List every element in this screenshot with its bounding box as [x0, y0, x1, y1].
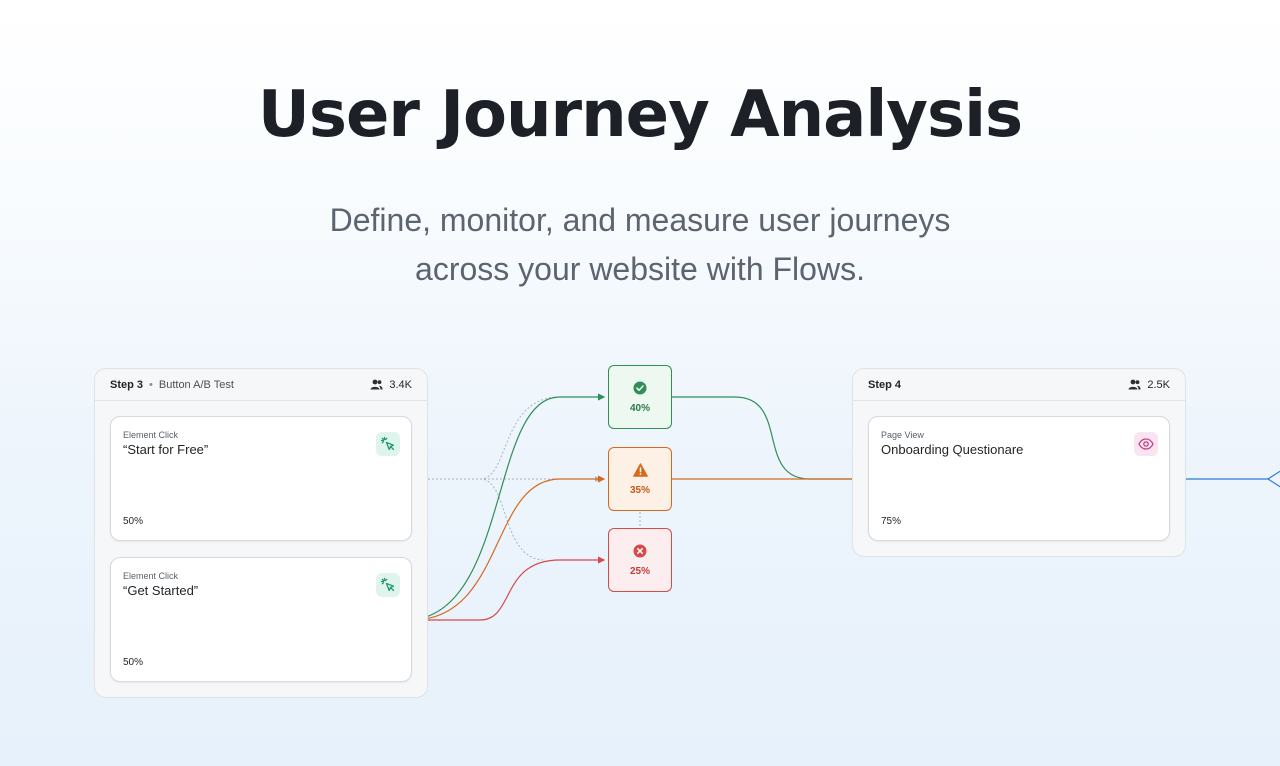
step4-outgoing-connector — [1170, 470, 1280, 488]
step-label: Step 3 — [110, 378, 144, 391]
get-started-card[interactable]: Element Click “Get Started” 50% — [110, 557, 412, 682]
get-started-connectors — [411, 393, 606, 621]
outcome-percent: 25% — [629, 565, 650, 577]
step-3-header: Step 3 • Button A/B Test 3.4K — [95, 369, 427, 401]
separator-dot: • — [149, 378, 153, 391]
users-icon — [370, 379, 383, 390]
card-name: “Get Started” — [123, 583, 199, 598]
card-percent: 50% — [123, 657, 144, 668]
outcome-warning-node[interactable]: 35% — [608, 447, 672, 511]
page-subtitle: Define, monitor, and measure user journe… — [329, 202, 951, 287]
start-for-free-card[interactable]: Element Click “Start for Free” 50% — [110, 416, 412, 541]
page-title: User Journey Analysis — [257, 78, 1023, 152]
outcome-success-node[interactable]: 40% — [608, 365, 672, 429]
user-count: 2.5K — [1128, 379, 1170, 391]
step-label: Step 4 — [868, 378, 902, 391]
cursor-click-icon — [376, 573, 400, 597]
check-circle-icon — [633, 381, 647, 394]
outcome-fail-node[interactable]: 25% — [608, 528, 672, 592]
warning-triangle-icon — [632, 462, 648, 477]
card-percent: 50% — [123, 516, 144, 527]
step-name: Button A/B Test — [158, 378, 234, 391]
outcome-to-step4-connectors — [672, 396, 866, 483]
user-count: 3.4K — [370, 379, 412, 391]
user-count-value: 3.4K — [389, 378, 412, 391]
outcome-percent: 40% — [629, 402, 650, 414]
card-percent: 75% — [881, 516, 902, 527]
x-circle-icon — [633, 544, 647, 557]
card-name: Onboarding Questionare — [881, 442, 1024, 457]
outcome-percent: 35% — [629, 484, 650, 496]
card-name: “Start for Free” — [123, 442, 209, 457]
onboarding-questionare-card[interactable]: Page View Onboarding Questionare 75% — [868, 416, 1170, 541]
cursor-click-icon — [376, 432, 400, 456]
eye-icon — [1134, 432, 1158, 456]
step-4-header: Step 4 2.5K — [853, 369, 1185, 401]
users-icon — [1128, 379, 1141, 390]
card-kind: Element Click — [123, 430, 179, 440]
user-count-value: 2.5K — [1147, 378, 1170, 391]
card-kind: Page View — [881, 430, 924, 440]
card-kind: Element Click — [123, 571, 179, 581]
